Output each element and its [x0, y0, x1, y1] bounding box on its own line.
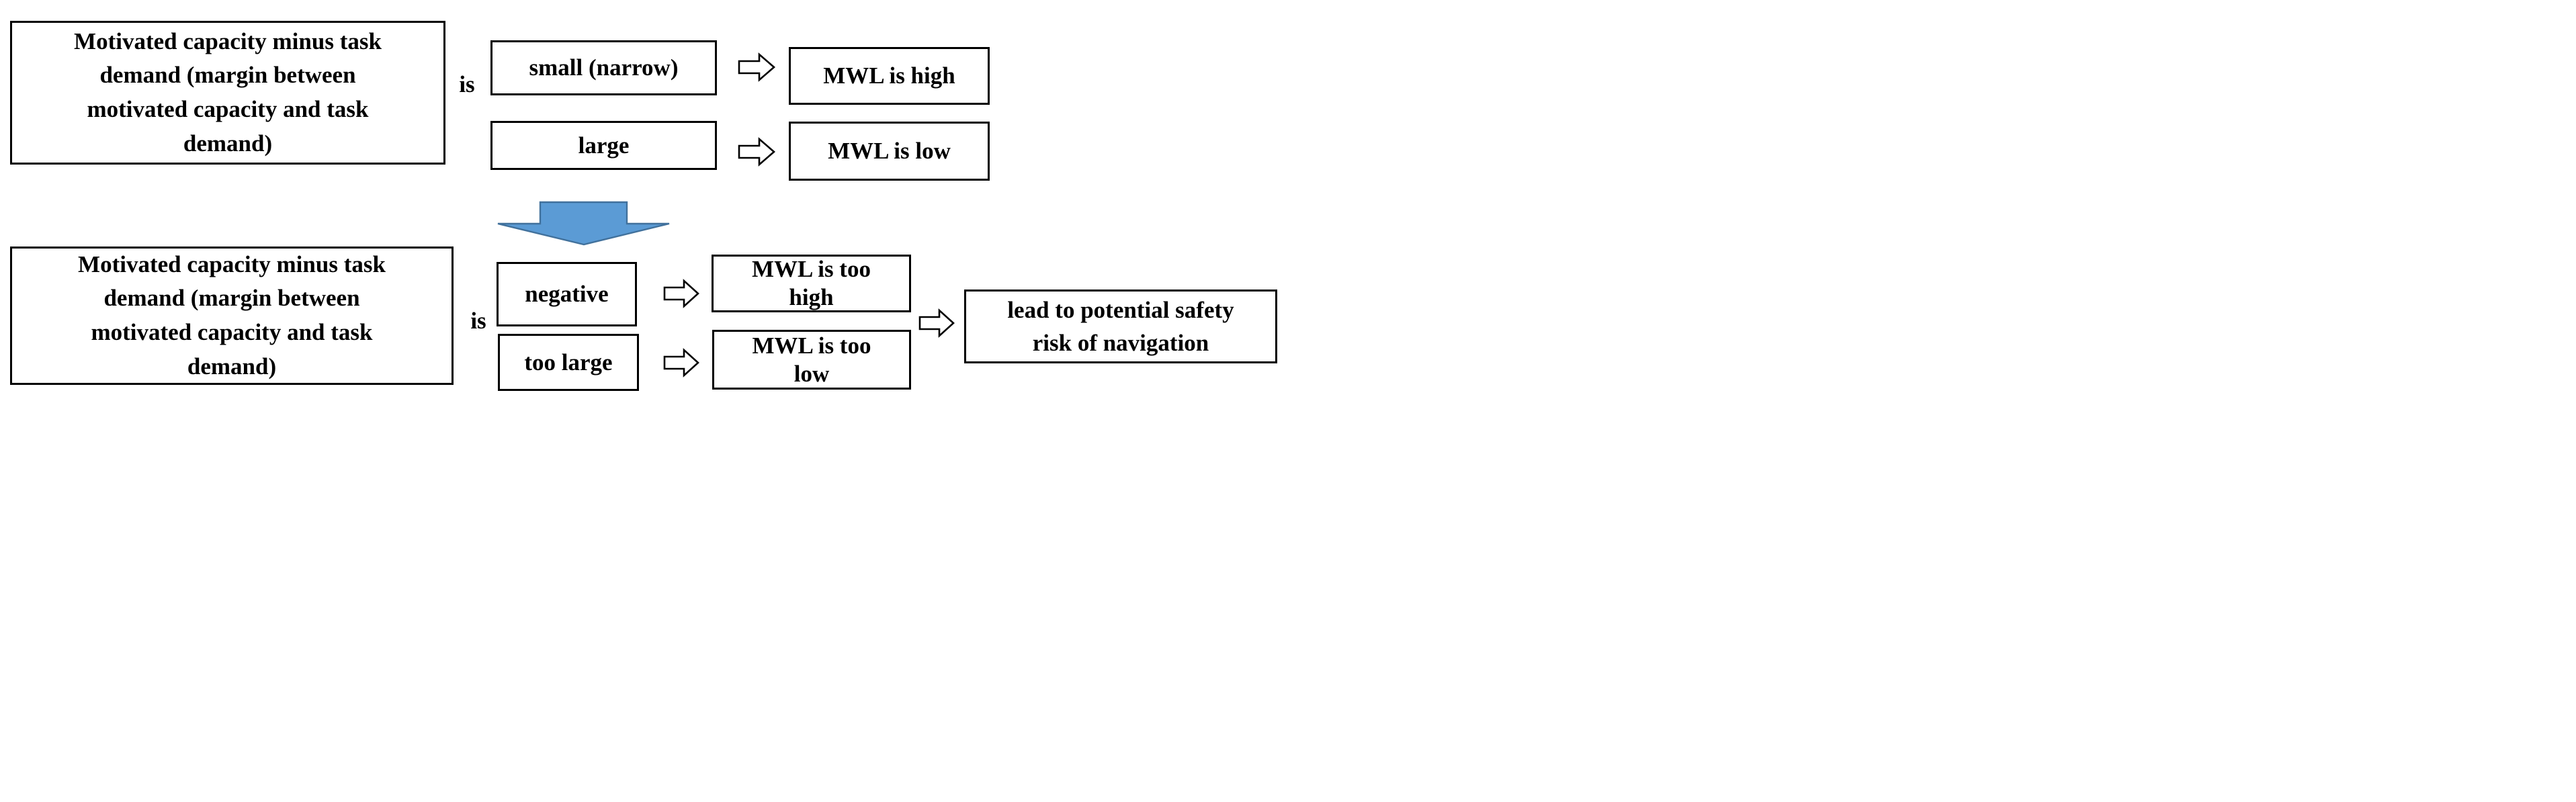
outcome-safety-risk-box: lead to potential safety risk of navigat…	[964, 289, 1277, 363]
top-result-mwl-high-box: MWL is high	[789, 47, 990, 105]
bottom-case-too-large-box: too large	[498, 334, 639, 391]
bottom-case-negative-box: negative	[497, 262, 637, 326]
top-case-large-box: large	[490, 121, 717, 170]
top-result-mwl-low-box: MWL is low	[789, 122, 990, 181]
bottom-result-mwl-too-low-box: MWL is too low	[712, 330, 911, 390]
top-is-connector-label: is	[459, 71, 475, 97]
down-arrow-icon	[497, 201, 671, 246]
right-arrow-icon	[737, 137, 776, 167]
top-case-small-narrow-box: small (narrow)	[490, 40, 717, 95]
bottom-result-mwl-too-high-box: MWL is too high	[712, 255, 911, 312]
bottom-condition-box: Motivated capacity minus task demand (ma…	[10, 247, 454, 385]
mwl-flow-diagram: Motivated capacity minus task demand (ma…	[0, 0, 1288, 401]
right-arrow-icon	[737, 52, 776, 82]
right-arrow-icon	[918, 308, 955, 338]
bottom-is-connector-label: is	[470, 308, 486, 334]
top-condition-box: Motivated capacity minus task demand (ma…	[10, 21, 445, 165]
right-arrow-icon	[662, 279, 700, 308]
right-arrow-icon	[662, 348, 700, 377]
